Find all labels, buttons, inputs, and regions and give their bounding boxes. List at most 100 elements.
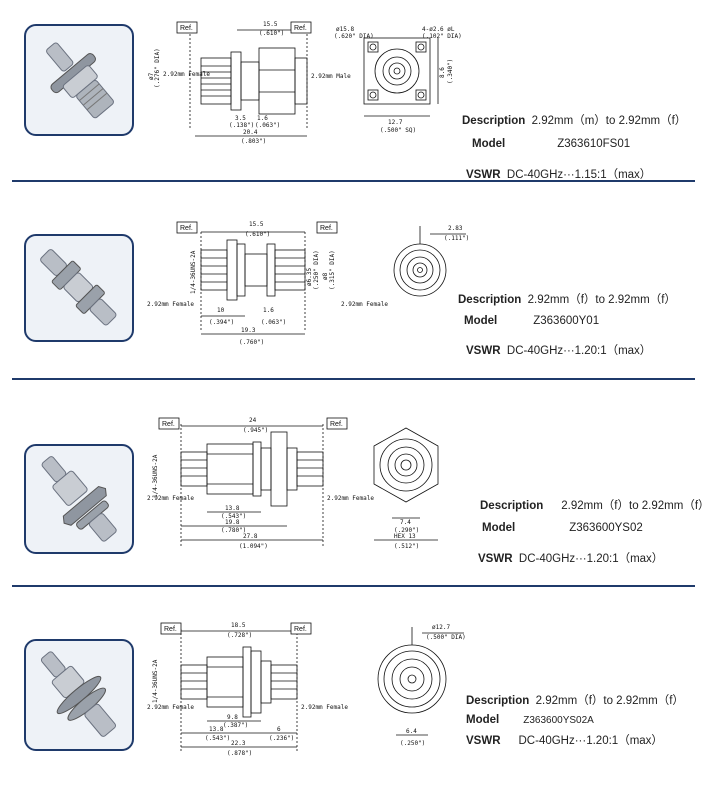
flange-label: ø12.7 bbox=[432, 624, 450, 631]
dim-b-in: (.063") bbox=[255, 122, 280, 129]
front-view-drawing-4: ø12.7 (.500" DIA) 6.4 (.250") bbox=[372, 623, 472, 753]
model-value: Z363600YS02A bbox=[523, 715, 594, 726]
side-view-drawing-3: Ref. Ref. 24 (.945") 13.8 (.543") 19.8 (… bbox=[145, 417, 374, 558]
side-view-drawing-4: Ref. Ref. 18.5 (.728") 9.8 (.387") 13.8 … bbox=[145, 622, 348, 763]
ref-right-label: Ref. bbox=[294, 626, 307, 633]
dim-bottom-in: (.780") bbox=[221, 527, 246, 534]
dim-top: 24 bbox=[249, 417, 257, 424]
ref-right-label: Ref. bbox=[320, 225, 333, 232]
dim-a-in: (.394") bbox=[209, 319, 234, 326]
width-label: 6.4 bbox=[406, 728, 417, 735]
separator-2 bbox=[12, 378, 695, 380]
vswr-value: DC-40GHz···1.20:1（max） bbox=[518, 553, 664, 565]
left-note: 2.92mm Female bbox=[147, 704, 194, 711]
right-note: 2.92mm Male bbox=[311, 73, 351, 80]
dim-top: 18.5 bbox=[231, 622, 246, 629]
ref-left-label: Ref. bbox=[162, 421, 175, 428]
separator-3 bbox=[12, 585, 695, 587]
model-label: Model bbox=[472, 138, 506, 150]
vswr-value: DC-40GHz···1.15:1（max） bbox=[506, 169, 652, 181]
dim-top-in: (.610") bbox=[259, 30, 284, 37]
connector-photo-1 bbox=[46, 42, 114, 119]
description-label: Description bbox=[466, 695, 530, 707]
description-value: 2.92mm（m）to 2.92mm（f） bbox=[531, 115, 687, 127]
dim-bottom: 19.8 bbox=[225, 519, 240, 526]
dia-label: ø7 bbox=[148, 72, 155, 80]
dim-c: 6 bbox=[277, 726, 281, 733]
dim-bottom: 20.4 bbox=[243, 129, 258, 136]
left-note: 2.92mm Female bbox=[147, 495, 194, 502]
left-note: 2.92mm Female bbox=[147, 301, 194, 308]
flange-label: ø15.8 bbox=[336, 26, 354, 33]
description-label: Description bbox=[462, 115, 526, 127]
hex-label: HEX 13 bbox=[394, 533, 416, 540]
dim-mid: 13.8 bbox=[225, 505, 240, 512]
width-in-label: (.250") bbox=[400, 740, 425, 747]
flange-in-label: (.500" DIA) bbox=[426, 634, 466, 641]
vswr-label: VSWR bbox=[466, 169, 501, 181]
side-view-drawing-2: Ref. Ref. 15.5 (.610") 10 (.394") 1.6 (.… bbox=[145, 220, 388, 350]
description-label: Description bbox=[458, 294, 522, 306]
connector-photo-2 bbox=[40, 249, 117, 326]
dim-a: 3.5 bbox=[235, 115, 246, 122]
dim-mid-in: (.543") bbox=[205, 735, 230, 742]
dim-total-in: (1.094") bbox=[239, 543, 268, 550]
product-row-4: Ref. Ref. 18.5 (.728") 9.8 (.387") 13.8 … bbox=[0, 587, 695, 785]
dim-b: 1.6 bbox=[257, 115, 268, 122]
side-view-drawing-1: Ref. Ref. 15.5 (.610") 3.5 (.138") 1.6 (… bbox=[145, 18, 351, 148]
dim-top-in: (.728") bbox=[227, 632, 252, 639]
model-value: Z363610FS01 bbox=[557, 138, 631, 150]
hole-label: 4-ø2.6 øL bbox=[422, 26, 455, 33]
product-photo-3 bbox=[24, 444, 134, 554]
ref-right-label: Ref. bbox=[294, 25, 307, 32]
description-value: 2.92mm（f）to 2.92mm（f） bbox=[535, 695, 684, 707]
dia3-in-label: (.315" DIA) bbox=[329, 250, 336, 290]
model-label: Model bbox=[482, 522, 516, 534]
vswr-value: DC-40GHz···1.20:1（max） bbox=[518, 735, 663, 747]
side-label: 2.83 bbox=[448, 225, 463, 232]
vswr-value: DC-40GHz···1.20:1（max） bbox=[506, 345, 652, 357]
side-in-label: (.111") bbox=[444, 235, 469, 242]
right-note: 2.92mm Female bbox=[341, 301, 388, 308]
dia3-label: ø8 bbox=[322, 272, 329, 280]
description-value: 2.92mm（f）to 2.92mm（f） bbox=[527, 294, 676, 306]
description-value: 2.92mm（f）to 2.92mm（f） bbox=[561, 500, 710, 512]
model-label: Model bbox=[464, 315, 498, 327]
hole-in-label: (.102" DIA) bbox=[422, 33, 462, 40]
front-view-drawing-1: ø15.8 (.620" DIA) 4-ø2.6 øL (.102" DIA) … bbox=[330, 22, 462, 142]
product-row-1: Ref. Ref. 15.5 (.610") 3.5 (.138") 1.6 (… bbox=[0, 0, 695, 181]
description-label: Description bbox=[480, 500, 544, 512]
dim-mid: 13.8 bbox=[209, 726, 224, 733]
product-row-3: Ref. Ref. 24 (.945") 13.8 (.543") 19.8 (… bbox=[0, 380, 710, 585]
dia-label: 1/4-36UNS-2A bbox=[152, 659, 159, 703]
connector-photo-4 bbox=[40, 651, 117, 737]
connector-photo-3 bbox=[41, 456, 117, 542]
dim-d-in: (.387") bbox=[223, 722, 248, 729]
left-note: 2.92mm Female bbox=[163, 71, 210, 78]
product-photo-2 bbox=[24, 234, 134, 342]
dim-b: 1.6 bbox=[263, 307, 274, 314]
side-in-label: (.340") bbox=[447, 59, 454, 84]
vswr-label: VSWR bbox=[466, 345, 501, 357]
product-row-2: Ref. Ref. 15.5 (.610") 10 (.394") 1.6 (.… bbox=[0, 182, 695, 378]
front-view-drawing-3: 7.4 (.290") HEX 13 (.512") bbox=[372, 426, 462, 551]
dia-in-label: (.276" DIA) bbox=[154, 48, 161, 88]
flange-in-label: (.620" DIA) bbox=[334, 33, 374, 40]
dim-top-in: (.945") bbox=[243, 427, 268, 434]
model-value: Z363600YS02 bbox=[569, 522, 643, 534]
dim-total: 22.3 bbox=[231, 740, 246, 747]
model-value: Z363600Y01 bbox=[533, 315, 600, 327]
dim-a-in: (.138") bbox=[229, 122, 254, 129]
vswr-label: VSWR bbox=[478, 553, 513, 565]
width-label: 12.7 bbox=[388, 119, 403, 126]
dim-total-in: (.878") bbox=[227, 750, 252, 757]
right-note: 2.92mm Female bbox=[327, 495, 374, 502]
ref-left-label: Ref. bbox=[180, 225, 193, 232]
dia2-label: ø6.35 bbox=[306, 268, 313, 286]
dim-top: 15.5 bbox=[249, 221, 264, 228]
product-photo-4 bbox=[24, 639, 134, 751]
ref-right-label: Ref. bbox=[330, 421, 343, 428]
model-label: Model bbox=[466, 714, 500, 726]
separator-1 bbox=[12, 180, 695, 182]
ref-left-label: Ref. bbox=[164, 626, 177, 633]
